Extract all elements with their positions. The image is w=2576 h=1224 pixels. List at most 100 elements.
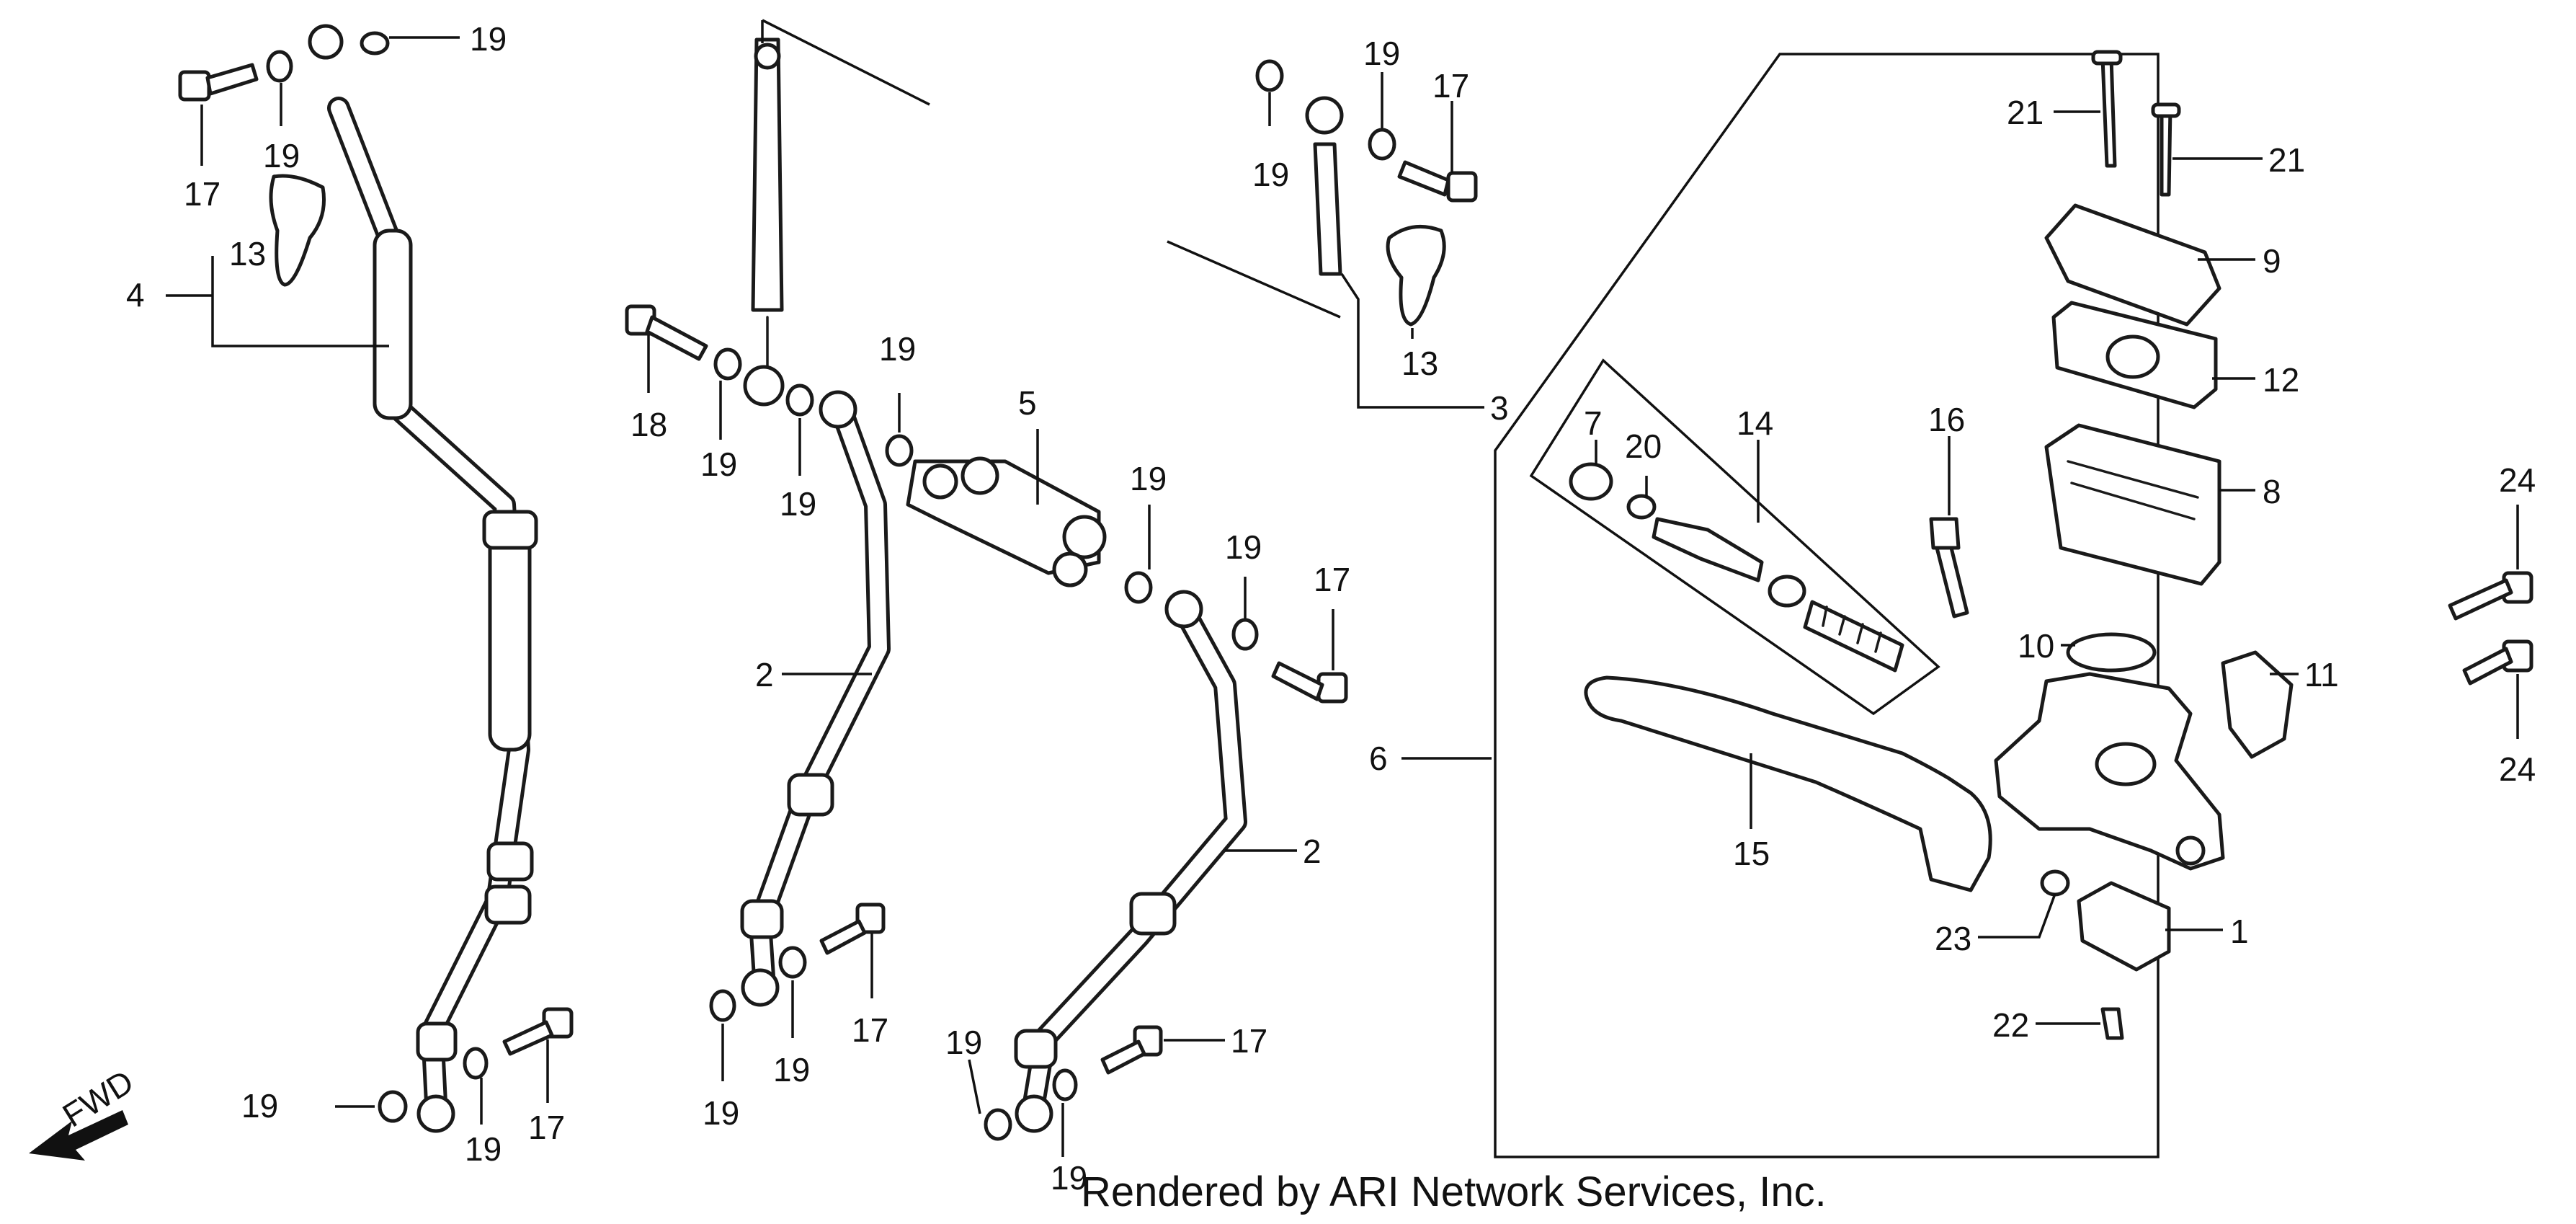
pivot-bolt — [1929, 517, 1969, 618]
banjo-bolt — [625, 304, 708, 361]
callout-label: 19 — [1130, 460, 1167, 497]
banjo-bolt — [819, 903, 886, 955]
hose-clamp-13 — [269, 174, 326, 287]
cover-screw — [2160, 106, 2172, 197]
banjo-bolt — [1271, 661, 1348, 704]
banjo-bolt — [178, 63, 259, 102]
callout-label: 13 — [1401, 345, 1438, 382]
brake-hose-joint — [906, 456, 1107, 587]
callout-label: 8 — [2263, 473, 2281, 510]
hose-sleeve — [488, 517, 532, 752]
brake-pipe — [751, 37, 784, 312]
callout-label: 10 — [2018, 627, 2054, 665]
holder-bolt — [2448, 571, 2533, 621]
callout-label: 19 — [1363, 35, 1400, 72]
callout-label: 17 — [1314, 561, 1350, 598]
reservoir-cap — [2044, 203, 2221, 327]
callout-label: 12 — [2263, 361, 2299, 399]
hose-fitting — [486, 841, 534, 882]
callout-label: 18 — [630, 406, 667, 443]
boot-cover — [2221, 650, 2294, 759]
callout-label: 17 — [184, 175, 220, 213]
banjo-fitting — [1015, 1094, 1053, 1133]
callout-labels: 19 17 19 13 4 19 19 17 18 19 19 19 5 19 … — [126, 20, 2536, 1197]
callout-label: 19 — [773, 1051, 810, 1088]
callout-label: 2 — [1303, 833, 1322, 870]
sealing-washer — [378, 1090, 408, 1123]
callout-label: 7 — [1584, 404, 1603, 442]
callout-label: 11 — [2304, 656, 2339, 693]
hose-fitting — [740, 899, 784, 939]
callout-label: 15 — [1733, 835, 1770, 872]
callout-label: 1 — [2230, 913, 2249, 950]
master-cylinder-assembly — [1494, 50, 2294, 1158]
reservoir — [2044, 423, 2221, 586]
callout-label: 6 — [1369, 740, 1388, 777]
banjo-fitting — [308, 24, 344, 60]
seal-cup — [1569, 462, 1613, 501]
callout-label: 17 — [528, 1109, 565, 1146]
piston — [1652, 517, 1764, 582]
banjo-fitting — [743, 365, 785, 407]
callout-label: 19 — [879, 330, 916, 368]
middle-hose-assembly — [625, 19, 1348, 1141]
callout-label: 19 — [465, 1130, 502, 1168]
hose-fitting — [416, 1021, 458, 1062]
callout-label: 19 — [780, 485, 816, 523]
hose-fitting — [484, 884, 532, 925]
brake-pipe — [1313, 142, 1342, 276]
callout-label: 5 — [1018, 384, 1037, 422]
callout-label: 19 — [263, 137, 300, 174]
hose-fitting — [787, 773, 834, 817]
brake-lever — [1584, 675, 1992, 892]
callout-label: 20 — [1625, 427, 1662, 465]
upper-hose-assembly — [1255, 59, 1484, 409]
callout-label: 24 — [2499, 461, 2536, 499]
callout-label: 19 — [241, 1087, 278, 1125]
sealing-washer — [266, 50, 293, 83]
callout-label: 13 — [229, 235, 266, 272]
callout-label: 19 — [700, 445, 737, 483]
left-hose-assembly — [166, 24, 574, 1133]
brake-light-switch — [2077, 881, 2171, 972]
callout-label: 2 — [755, 656, 774, 693]
callout-label: 21 — [2268, 141, 2305, 179]
callout-label: 19 — [945, 1024, 982, 1061]
callout-label: 21 — [2007, 94, 2044, 131]
callout-label: 3 — [1490, 389, 1509, 427]
callout-label: 9 — [2263, 242, 2281, 280]
hose-fitting — [1129, 892, 1177, 936]
circlip — [1626, 494, 1657, 520]
callout-label: 17 — [852, 1011, 888, 1049]
callout-label: 19 — [703, 1094, 739, 1132]
banjo-fitting — [416, 1094, 455, 1133]
hose-sleeve — [373, 229, 413, 420]
cover-screw — [2100, 56, 2117, 168]
callout-label: 19 — [1252, 156, 1289, 193]
mirror-bolts — [2448, 571, 2533, 686]
callout-label: 14 — [1737, 404, 1773, 442]
sealing-washer — [360, 31, 390, 56]
leader-lines — [200, 36, 2519, 1157]
callout-label: 22 — [1992, 1006, 2029, 1044]
callout-label: 16 — [1928, 401, 1965, 438]
secondary-cup — [1768, 575, 1806, 608]
piston-spring — [1803, 600, 1904, 673]
callout-label: 19 — [470, 20, 507, 58]
hose-clamp-13 — [1386, 224, 1446, 327]
switch-screw — [2100, 1007, 2124, 1040]
banjo-bolt — [502, 1007, 574, 1056]
banjo-fitting — [741, 968, 780, 1007]
banjo-bolt — [1100, 1025, 1163, 1075]
banjo-bolt — [1397, 160, 1478, 203]
fwd-indicator: FWD — [29, 1063, 140, 1161]
callout-label: 17 — [1432, 67, 1469, 105]
holder-bolt — [2462, 639, 2533, 686]
callout-label: 17 — [1231, 1022, 1267, 1060]
credit-footer: Rendered by ARI Network Services, Inc. — [1081, 1168, 1827, 1215]
hose-fitting — [482, 510, 538, 550]
o-ring — [2066, 632, 2157, 673]
callout-label: 4 — [126, 276, 145, 314]
callout-label: 19 — [1051, 1159, 1087, 1197]
